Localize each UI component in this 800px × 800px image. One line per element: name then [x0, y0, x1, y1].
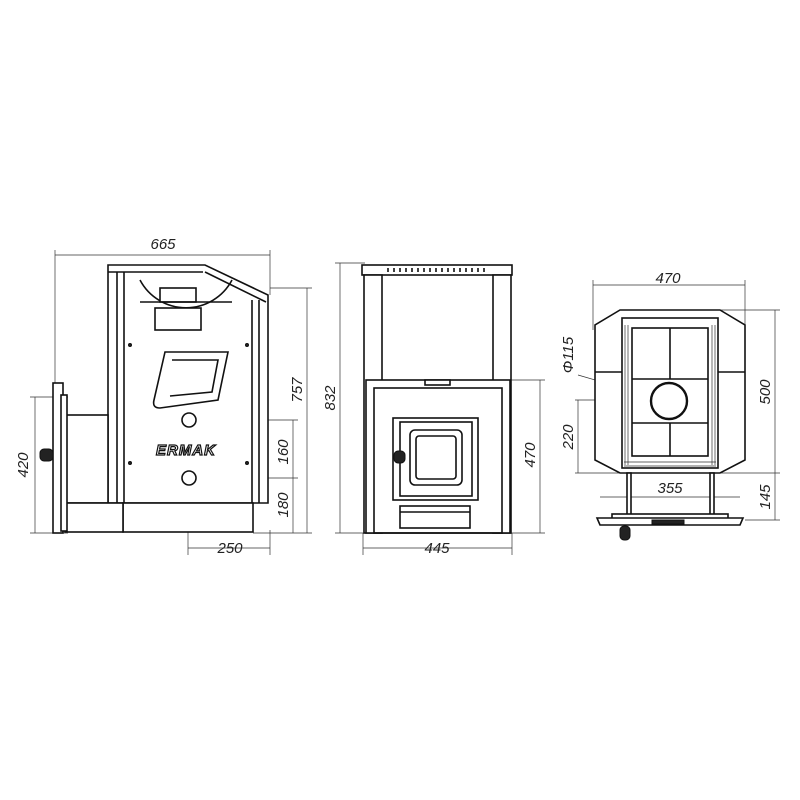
dim-height-420: 420: [15, 452, 32, 478]
dim-offset-250: 250: [216, 540, 243, 557]
side-base: [122, 502, 254, 533]
front-view: 832 470 445: [322, 262, 545, 557]
ash-drawer: [399, 505, 471, 529]
dim-height-757: 757: [289, 377, 306, 403]
logo-emblem: [152, 351, 229, 409]
front-top-rail: [361, 264, 513, 276]
top-view: 470 500 Φ115 220 355 145: [560, 270, 780, 541]
chimney-opening: [649, 381, 689, 421]
leg-left: [626, 472, 632, 516]
fuel-tunnel: [64, 414, 109, 504]
door-knob-icon: [39, 448, 54, 462]
dim-chimney-offset-220: 220: [560, 424, 577, 451]
dim-leg-height-145: 145: [757, 484, 774, 510]
front-door-knob-icon: [393, 450, 406, 464]
dim-pipe-height-180: 180: [275, 492, 292, 518]
dim-width-470: 470: [655, 270, 681, 287]
stone-grate: [621, 317, 719, 469]
dim-firebox-470: 470: [522, 442, 539, 468]
dim-depth-500: 500: [757, 379, 774, 405]
dim-width-665: 665: [150, 236, 176, 253]
leg-right: [709, 472, 715, 516]
dim-width-445: 445: [424, 540, 450, 557]
rivets: [128, 343, 249, 465]
grate-teeth: [624, 325, 716, 467]
dim-leg-span-355: 355: [657, 480, 683, 497]
door-glass: [409, 429, 463, 486]
side-view: 665 757 160 180 250 420 ERMAK: [15, 236, 312, 557]
dim-pipe-spacing-160: 160: [275, 439, 292, 465]
upper-pipe-outlet: [181, 412, 197, 428]
dim-height-832: 832: [322, 385, 339, 411]
firebox-door: [392, 417, 479, 501]
top-vent-slots: [387, 268, 485, 272]
brand-logo: ERMAK: [156, 442, 216, 459]
lower-pipe-outlet: [181, 470, 197, 486]
dim-chimney-diameter: Φ115: [560, 336, 577, 373]
top-view-knob-icon: [619, 525, 631, 541]
